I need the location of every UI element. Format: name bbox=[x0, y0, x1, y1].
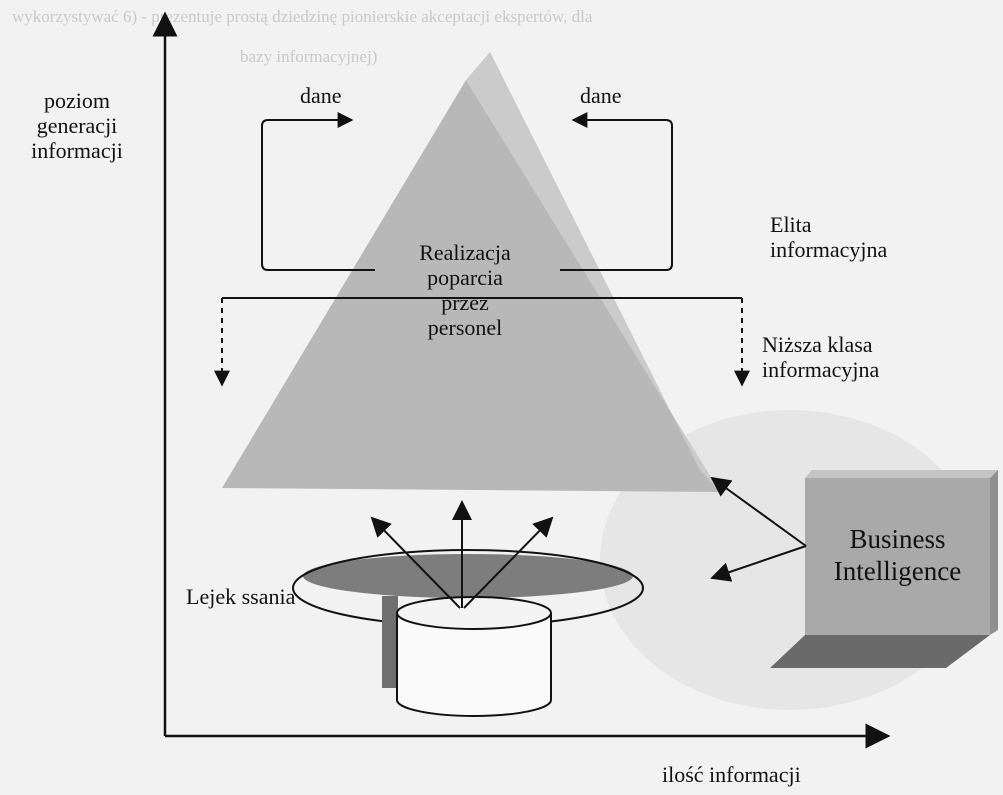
pyramid-text-line-1: Realizacja bbox=[419, 240, 511, 265]
bi-box-top bbox=[805, 470, 998, 478]
bi-box-front bbox=[805, 478, 990, 635]
x-axis-label: ilość informacji bbox=[662, 762, 801, 787]
funnel-stem-shadow bbox=[382, 596, 398, 688]
data-loop-left bbox=[261, 119, 375, 271]
pyramid-front-face bbox=[222, 80, 720, 492]
y-axis-label-line-2: generacji bbox=[36, 113, 118, 138]
lower-class-label: Niższa klasa informacyjna bbox=[762, 332, 879, 382]
suction-arrow-left bbox=[370, 516, 461, 609]
bi-box-shadow bbox=[770, 635, 990, 668]
bi-label-line-2: Intelligence bbox=[833, 556, 962, 586]
y-axis-label-line-3: informacji bbox=[31, 138, 123, 163]
bi-box-right bbox=[990, 470, 998, 635]
y-axis-label: poziom generacji informacji bbox=[12, 88, 142, 163]
pyramid-edge bbox=[466, 52, 720, 492]
pyramid-text-line-3: przez bbox=[441, 290, 489, 315]
funnel-outer-ring bbox=[303, 554, 633, 598]
bi-arrow-to-pyramid bbox=[710, 476, 807, 547]
lower-class-label-line-2: informacyjna bbox=[762, 357, 880, 382]
data-loop-right bbox=[560, 119, 673, 271]
suction-arrow-right bbox=[463, 516, 554, 609]
bi-box-label: Business Intelligence bbox=[805, 523, 990, 587]
pyramid-text-line-4: personel bbox=[427, 315, 503, 340]
funnel-cylinder-body bbox=[396, 613, 552, 717]
pyramid-text-line-2: poparcia bbox=[427, 265, 503, 290]
pyramid-center-text: Realizacja poparcia przez personel bbox=[380, 240, 550, 340]
funnel-label: Lejek ssania bbox=[186, 584, 296, 609]
lower-class-label-line-1: Niższa klasa bbox=[762, 332, 873, 357]
header-text-line-2: bazy informacyjnej) bbox=[240, 47, 378, 66]
y-axis-label-line-1: poziom bbox=[44, 88, 110, 113]
bi-arrow-to-funnel bbox=[710, 545, 807, 582]
elite-label-line-1: Elita bbox=[770, 212, 812, 237]
data-label-right: dane bbox=[580, 83, 622, 108]
elite-label-line-2: informacyjna bbox=[770, 237, 888, 262]
data-label-left: dane bbox=[300, 83, 342, 108]
bi-label-line-1: Business bbox=[849, 524, 946, 554]
elite-label: Elita informacyjna bbox=[770, 212, 887, 262]
funnel-cylinder-top bbox=[396, 596, 552, 630]
